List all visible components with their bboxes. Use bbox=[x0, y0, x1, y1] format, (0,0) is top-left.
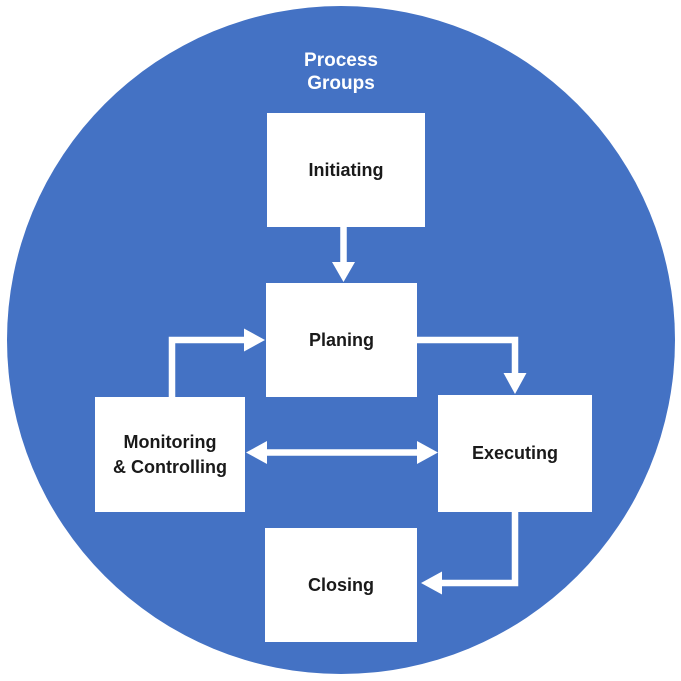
node-planing: Planing bbox=[266, 283, 417, 397]
node-monitoring-controlling-label: Monitoring & Controlling bbox=[113, 431, 227, 477]
arrow-monitoring-executing-bidirectional bbox=[246, 441, 438, 464]
diagram-title: Process Groups bbox=[304, 50, 378, 94]
node-initiating: Initiating bbox=[267, 113, 425, 227]
node-executing-label: Executing bbox=[471, 443, 559, 463]
arrow-executing-to-closing bbox=[421, 512, 519, 595]
arrow-initiating-to-planing bbox=[332, 227, 355, 282]
arrow-planing-to-executing bbox=[417, 336, 527, 394]
arrow-monitoring-to-planing bbox=[168, 328, 265, 398]
node-executing: Executing bbox=[438, 395, 592, 512]
node-planing-label: Planing bbox=[308, 329, 374, 350]
node-closing-label: Closing bbox=[308, 574, 374, 595]
node-initiating-label: Initiating bbox=[308, 159, 384, 180]
node-monitoring-controlling: Monitoring & Controlling bbox=[95, 397, 245, 512]
node-closing: Closing bbox=[265, 528, 417, 642]
